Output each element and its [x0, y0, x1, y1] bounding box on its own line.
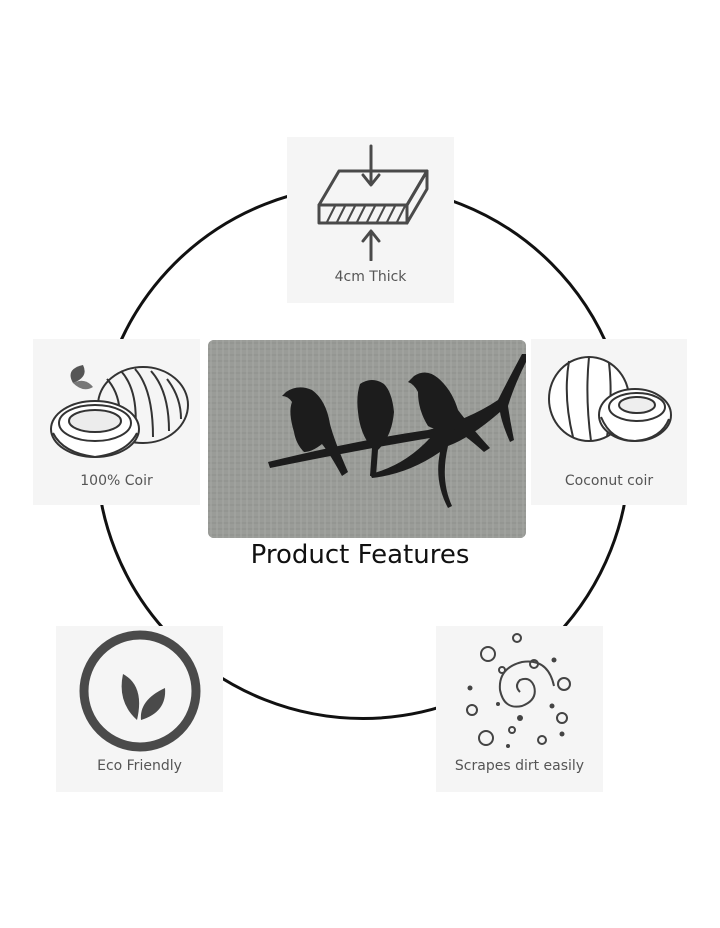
feature-card-thick: 4cm Thick — [287, 137, 454, 303]
feature-label-thick: 4cm Thick — [334, 269, 407, 285]
birds-on-branch-icon — [208, 340, 526, 538]
feature-label-coconut: Coconut coir — [564, 473, 654, 489]
feature-card-coir: 100% Coir — [33, 339, 200, 505]
feature-card-scrapes: Scrapes dirt easily — [436, 626, 603, 792]
feature-label-eco: Eco Friendly — [97, 758, 182, 774]
feature-card-coconut: Coconut coir — [531, 339, 687, 505]
leaf-icon — [79, 630, 201, 752]
dirt-swirl-icon — [466, 633, 571, 748]
feature-label-scrapes: Scrapes dirt easily — [454, 758, 585, 774]
feature-label-coir: 100% Coir — [80, 473, 153, 489]
bird-doormat-image — [208, 340, 526, 538]
coconut-icon — [50, 365, 189, 459]
board-thickness-icon — [317, 144, 429, 261]
feature-card-eco: Eco Friendly — [56, 626, 223, 792]
page-title: Product Features — [250, 540, 470, 570]
coconut-halves-icon — [548, 356, 672, 443]
